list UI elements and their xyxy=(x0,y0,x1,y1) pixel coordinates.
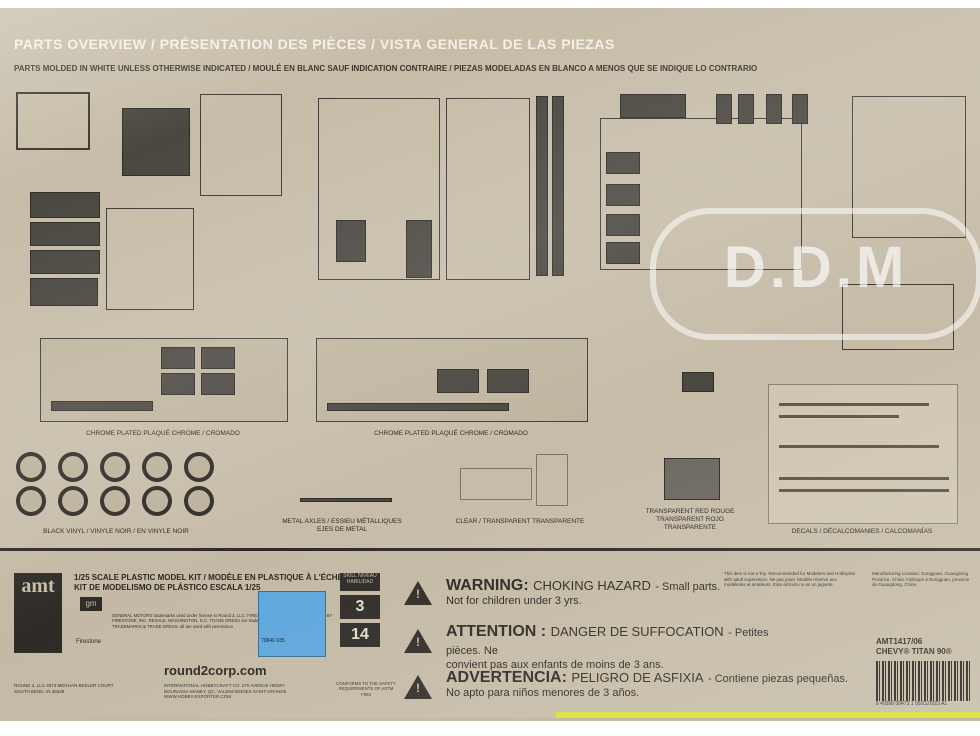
firestone-logo: Firestone xyxy=(76,639,102,645)
transparent-red-parts xyxy=(664,458,720,500)
advertencia-small: - Contiene piezas pequeñas. xyxy=(708,673,849,685)
skill-level: 3 xyxy=(340,595,380,619)
warning-fr: ATTENTION : DANGER DE SUFFOCATION - Peti… xyxy=(446,623,776,671)
attention-hazard: DANGER DE SUFFOCATION xyxy=(550,624,724,639)
warning-hazard: CHOKING HAZARD xyxy=(533,578,651,593)
address-mid: INTERNATIONAL HOBBYCRAFT CO. 270 AVENUE … xyxy=(164,683,287,699)
amt-logo: amt xyxy=(14,573,62,653)
print-date: 05/21/2023 A1 xyxy=(914,701,948,707)
age-rating: 14 xyxy=(340,623,380,647)
transparent-red-label: TRANSPARENT RED ROUGE TRANSPARENT ROJO T… xyxy=(645,508,735,531)
adult-supervision-text: This item is not a Toy. Recommended for … xyxy=(724,571,855,588)
chrome-right-label: CHROME PLATED PLAQUÉ CHROME / CROMADO xyxy=(374,430,528,437)
upc-barcode xyxy=(876,661,970,701)
chrome-left-label: CHROME PLATED PLAQUÉ CHROME / CROMADO xyxy=(86,430,240,437)
skill-label: SKILL NIVEAU HABILIDAD xyxy=(340,573,380,591)
warning-triangle-icon: ! xyxy=(404,581,432,605)
metal-axle xyxy=(300,498,392,502)
warning-es: ADVERTENCIA: PELIGRO DE ASFIXIA - Contie… xyxy=(446,669,856,699)
warning-title: WARNING: xyxy=(446,577,529,594)
product-name: CHEVY® TITAN 90® xyxy=(876,647,952,656)
barcode-digits: 8 49398 08473 1 xyxy=(876,701,914,707)
warning-line-2: Not for children under 3 yrs. xyxy=(446,595,582,607)
attention-line-2: convient pas aux enfants de moins de 3 a… xyxy=(446,659,664,671)
barcode-number: 8 49398 08473 1 05/21/2023 A1 xyxy=(876,701,947,707)
attention-triangle-icon: ! xyxy=(404,629,432,653)
model-kit-box-back: PARTS OVERVIEW / PRÉSENTATION DES PIÈCES… xyxy=(0,8,980,721)
website-url: round2corp.com xyxy=(164,663,267,678)
vinyl-label: BLACK VINYL / VINYLE NOIR / EN VINYLE NO… xyxy=(43,528,189,535)
advertencia-triangle-icon: ! xyxy=(404,675,432,699)
product-info: AMT1417/06 CHEVY® TITAN 90® xyxy=(876,637,952,657)
advertencia-title: ADVERTENCIA: xyxy=(446,669,567,686)
attention-small: - Petites pièces. Ne xyxy=(446,627,769,657)
chrome-tree-left xyxy=(40,338,288,422)
molded-note: PARTS MOLDED IN WHITE UNLESS OTHERWISE I… xyxy=(14,64,758,73)
manufacturing-location: Manufacturing Location: Dongguan, Guangd… xyxy=(872,571,970,588)
advertencia-line-2: No apto para niños menores de 3 años. xyxy=(446,687,640,699)
decal-sheet xyxy=(768,384,958,524)
warning-small: - Small parts. xyxy=(655,581,721,593)
warning-en: WARNING: CHOKING HAZARD - Small parts. N… xyxy=(446,577,746,607)
address-left: ROUND 2, LLC 4073 MEGHAN BEELER COURT SO… xyxy=(14,683,114,694)
qr-code-number: 70846 935 xyxy=(261,638,285,644)
parts-overview-title: PARTS OVERVIEW / PRÉSENTATION DES PIÈCES… xyxy=(14,36,615,52)
legal-text: GENERAL MOTORS trademarks used under lic… xyxy=(112,613,333,629)
compliance-text: CONFORMS TO THE SAFETY REQUIREMENTS OF A… xyxy=(336,681,396,697)
yellow-edge xyxy=(556,712,980,718)
gm-logo: gm xyxy=(80,597,102,611)
qr-code: 70846 935 xyxy=(258,591,326,657)
decals-label: DECALS / DÉCALCOMANIES / CALCOMANÍAS xyxy=(791,528,933,535)
skill-badge: SKILL NIVEAU HABILIDAD 3 14 xyxy=(340,573,380,651)
kit-line-2: KIT DE MODELISMO DE PLÁSTICO ESCALA 1/25 xyxy=(74,583,261,592)
kit-scale-text: 1/25 SCALE PLASTIC MODEL KIT / MODÈLE EN… xyxy=(74,573,376,593)
kit-line-1: 1/25 SCALE PLASTIC MODEL KIT / MODÈLE EN… xyxy=(74,573,376,582)
product-code: AMT1417/06 xyxy=(876,637,923,646)
clear-label: CLEAR / TRANSPARENT TRANSPARENTE xyxy=(455,518,585,525)
info-panel: amt 1/25 SCALE PLASTIC MODEL KIT / MODÈL… xyxy=(0,548,980,721)
watermark: D.D.M xyxy=(650,208,980,340)
metal-axles-label: METAL AXLES / ESSIEU MÉTALLIQUES EJES DE… xyxy=(282,518,402,533)
attention-title: ATTENTION : xyxy=(446,623,547,640)
advertencia-hazard: PELIGRO DE ASFIXIA xyxy=(571,670,704,685)
chrome-tree-right xyxy=(316,338,588,422)
